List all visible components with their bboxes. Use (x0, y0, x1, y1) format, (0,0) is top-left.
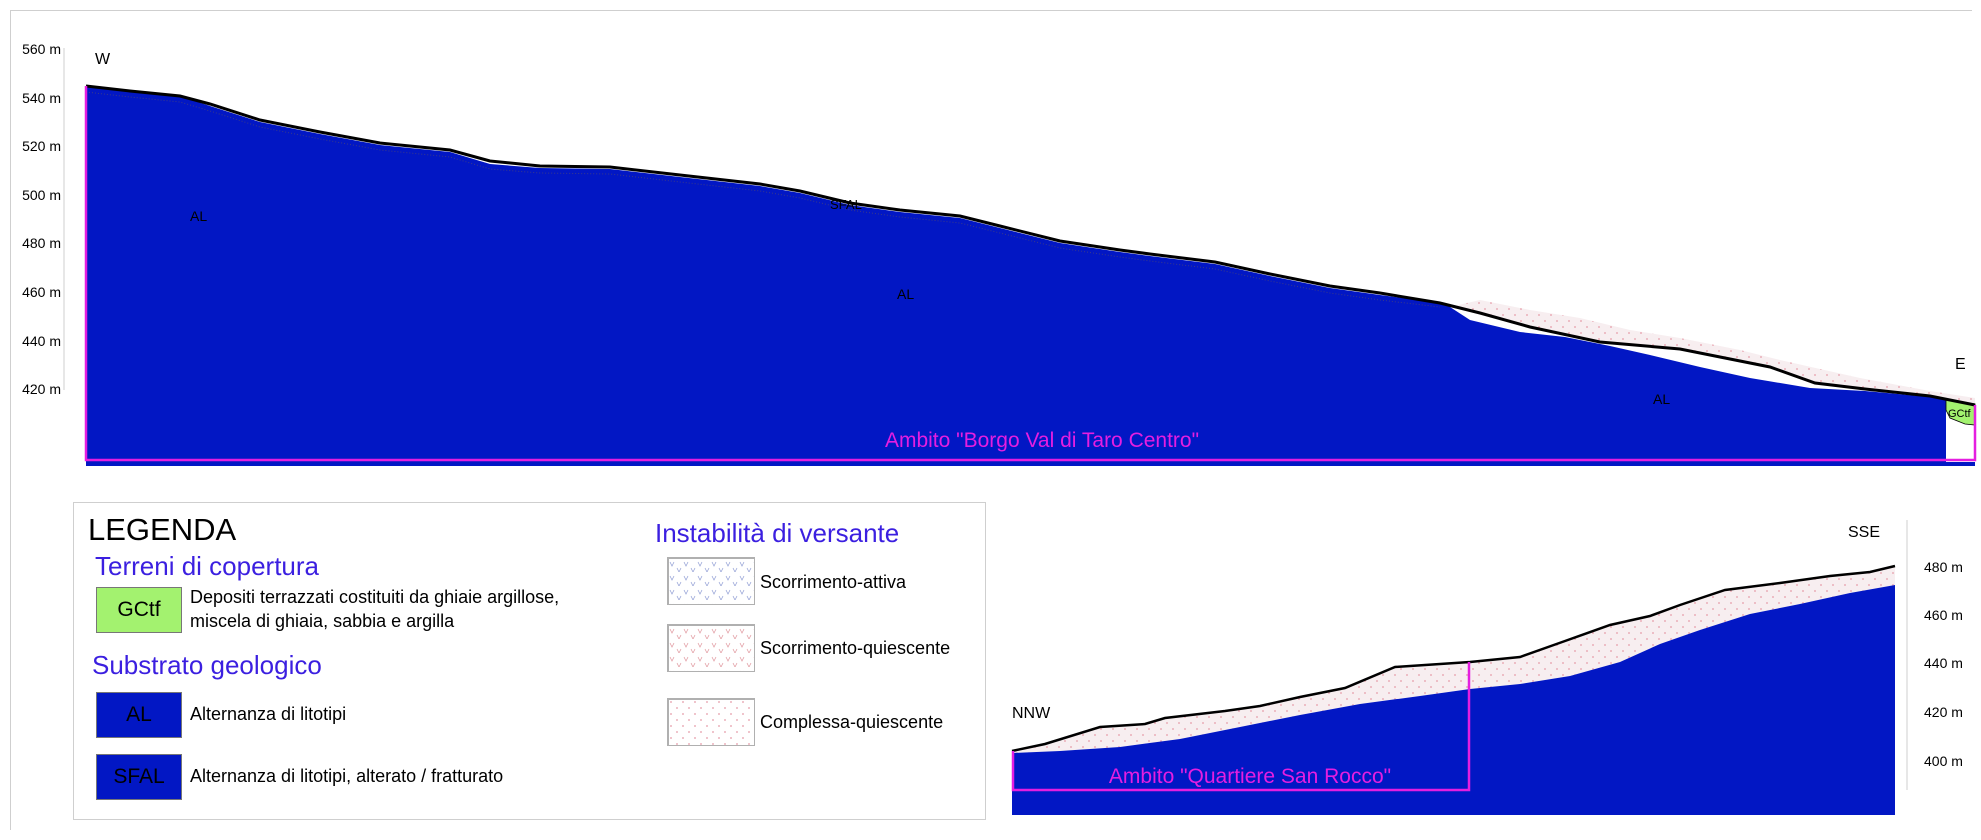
main-bedrock-al (86, 86, 1946, 465)
legend-instability-heading: Instabilità di versante (655, 518, 900, 548)
legend-gctf-desc-1: Depositi terrazzati costituiti da ghiaie… (190, 587, 560, 607)
legend-complex-label: Complessa-quiescente (760, 712, 944, 732)
second-start-label: NNW (1012, 705, 1051, 722)
main-ambito-frame (84, 86, 1977, 462)
legend-quiescent-label: Scorrimento-quiescente (760, 638, 951, 658)
legend-cover-heading: Terreni di copertura (95, 551, 319, 581)
main-elevation-axis: 560 m 540 m 520 m 500 m 480 m 460 m 440 … (22, 41, 65, 397)
legend-swatch-quiescent (667, 624, 755, 672)
legend-swatch-complex (667, 698, 755, 746)
main-unit-label-sfal: SFAL (830, 197, 862, 212)
second-elev-tick-460: 460 m (1924, 607, 1963, 623)
second-elev-tick-440: 440 m (1924, 655, 1963, 671)
main-unit-label-al-2: AL (897, 286, 914, 302)
second-elev-tick-480: 480 m (1924, 559, 1963, 575)
legend-swatch-al: AL (96, 692, 182, 738)
elev-tick-500: 500 m (22, 187, 61, 203)
second-elevation-axis: 480 m 460 m 440 m 420 m 400 m (1906, 520, 1963, 790)
elev-tick-420: 420 m (22, 381, 61, 397)
legend-box (73, 502, 986, 820)
main-ambito-label: Ambito "Borgo Val di Taro Centro" (885, 429, 1199, 452)
legend-swatch-active (667, 557, 755, 605)
legend-title: LEGENDA (88, 512, 237, 547)
elev-tick-540: 540 m (22, 90, 61, 106)
second-elev-tick-420: 420 m (1924, 704, 1963, 720)
second-elev-tick-400: 400 m (1924, 753, 1963, 769)
elev-tick-460: 460 m (22, 284, 61, 300)
legend-swatch-gctf: GCtf (96, 587, 182, 633)
main-ground-profile (85, 84, 1976, 407)
legend-active-label: Scorrimento-attiva (760, 572, 907, 592)
second-section: 480 m 460 m 440 m 420 m 400 m NNW SSE Am… (1011, 520, 1963, 815)
elev-tick-520: 520 m (22, 138, 61, 154)
drawing-frame (10, 10, 1972, 830)
main-east-label: E (1955, 356, 1966, 373)
elev-tick-560: 560 m (22, 41, 61, 57)
legend-substrate-heading: Substrato geologico (92, 650, 322, 680)
main-unit-label-gctf: GCtf (1948, 408, 1972, 420)
elev-tick-440: 440 m (22, 333, 61, 349)
main-west-label: W (95, 51, 111, 68)
second-ambito-frame (1011, 662, 1471, 792)
main-section: 560 m 540 m 520 m 500 m 480 m 460 m 440 … (22, 41, 1977, 466)
elev-tick-480: 480 m (22, 235, 61, 251)
legend-gctf-desc-2: miscela di ghiaia, sabbia e argilla (190, 611, 455, 631)
legend-swatch-sfal: SFAL (96, 754, 182, 800)
second-bedrock (1012, 585, 1895, 815)
main-unit-label-al-1: AL (190, 208, 207, 224)
legend-sfal-desc: Alternanza di litotipi, alterato / fratt… (190, 766, 504, 786)
legend-al-desc: Alternanza di litotipi (190, 704, 347, 724)
second-end-label: SSE (1848, 524, 1880, 541)
second-ambito-label: Ambito "Quartiere San Rocco" (1109, 765, 1391, 788)
main-unit-label-al-3: AL (1653, 391, 1670, 407)
